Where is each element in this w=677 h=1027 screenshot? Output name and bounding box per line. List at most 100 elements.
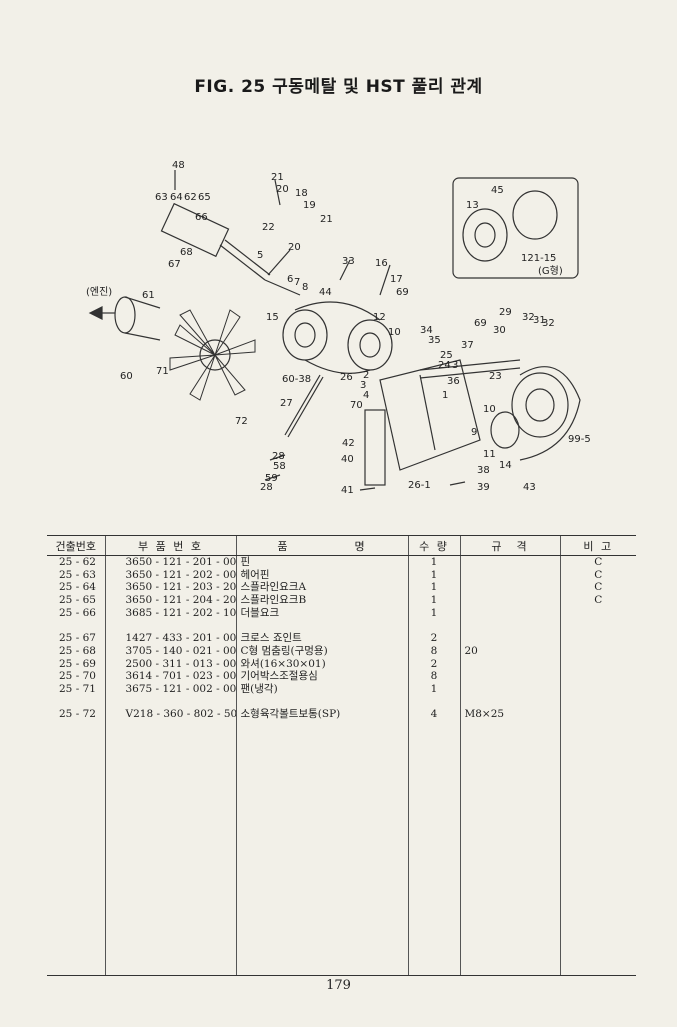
cell-spec: M8×25 [459, 708, 560, 722]
empty-cell [459, 835, 560, 848]
cell-part-no: 3705 - 140 - 021 - 00 [104, 644, 236, 658]
cell-part-no [104, 695, 236, 709]
cell-part-no: 3614 - 701 - 023 - 00 [104, 670, 236, 684]
svg-text:21: 21 [320, 214, 333, 225]
table-row-empty [47, 962, 636, 976]
empty-cell [47, 949, 105, 962]
cell-remark: C [559, 555, 636, 569]
svg-text:72: 72 [235, 416, 248, 427]
empty-cell [235, 759, 408, 772]
empty-cell [559, 911, 636, 925]
table-row-empty [47, 733, 636, 747]
cell-spec [459, 683, 560, 696]
header-spec: 규 격 [459, 535, 560, 556]
table-row [47, 695, 636, 709]
empty-cell [47, 810, 105, 823]
empty-cell [407, 721, 460, 734]
cell-ref-no: 25 - 65 [59, 594, 96, 607]
empty-cell [407, 809, 460, 823]
empty-cell [47, 924, 105, 937]
cell-ref-no: 25 - 64 [59, 581, 96, 594]
empty-cell [104, 949, 236, 963]
cell-remark: C [559, 581, 636, 595]
empty-cell [235, 784, 408, 798]
cell-part-no: 3650 - 121 - 204 - 20 [104, 594, 236, 607]
empty-cell [235, 721, 408, 734]
page-title: FIG. 25 구동메탈 및 HST 풀리 관계 [194, 77, 483, 97]
svg-text:42: 42 [342, 438, 355, 449]
svg-text:12: 12 [373, 312, 386, 323]
empty-cell [104, 873, 236, 887]
empty-cell [235, 860, 408, 874]
empty-cell [407, 746, 460, 760]
empty-cell [47, 848, 105, 861]
empty-cell [104, 759, 236, 772]
empty-cell [104, 784, 236, 798]
empty-cell [407, 886, 460, 899]
cell-part-name [235, 619, 408, 633]
svg-text:26-1: 26-1 [408, 480, 431, 491]
empty-cell [104, 721, 236, 734]
empty-cell [47, 899, 105, 912]
cell-part-name: 기어박스조절용심 [235, 670, 408, 684]
empty-cell [459, 809, 560, 823]
empty-cell [235, 949, 408, 963]
svg-text:38: 38 [477, 465, 490, 476]
empty-cell [559, 809, 636, 823]
svg-text:70: 70 [350, 400, 363, 411]
empty-cell [459, 733, 560, 747]
svg-text:58: 58 [273, 461, 286, 472]
header-part-no: 부 품 번 호 [104, 535, 236, 556]
header-ref-no: 건출번호 [47, 535, 105, 556]
cell-quantity [407, 695, 460, 709]
svg-text:3: 3 [452, 360, 458, 371]
svg-text:22: 22 [262, 222, 275, 233]
page-number: 179 [326, 978, 351, 993]
svg-text:36: 36 [447, 376, 460, 387]
empty-cell [559, 886, 636, 899]
empty-cell [235, 924, 408, 937]
empty-cell [47, 861, 105, 874]
empty-cell [559, 949, 636, 963]
table-row-empty [47, 911, 636, 925]
svg-text:63: 63 [155, 192, 168, 203]
empty-cell [459, 759, 560, 772]
table-row-empty [47, 860, 636, 874]
svg-text:31: 31 [533, 315, 546, 326]
cell-ref-no: 25 - 67 [59, 632, 96, 645]
empty-cell [235, 835, 408, 848]
cell-remark [559, 619, 636, 633]
cell-remark [559, 657, 636, 671]
cell-ref-no [47, 696, 105, 709]
empty-cell [459, 847, 560, 861]
empty-cell [459, 911, 560, 925]
svg-text:43: 43 [523, 482, 536, 493]
svg-text:1: 1 [442, 390, 448, 401]
cell-remark [559, 708, 636, 722]
svg-text:17: 17 [390, 274, 403, 285]
empty-cell [47, 873, 105, 886]
svg-text:7: 7 [294, 277, 300, 288]
empty-cell [47, 721, 105, 734]
svg-text:23: 23 [489, 371, 502, 382]
svg-text:26: 26 [340, 372, 353, 383]
empty-cell [104, 911, 236, 925]
empty-cell [104, 860, 236, 874]
empty-cell [459, 797, 560, 810]
svg-text:30: 30 [493, 325, 506, 336]
svg-text:9: 9 [471, 427, 477, 438]
empty-cell [559, 771, 636, 785]
cell-part-no: 3650 - 121 - 202 - 00 [104, 568, 236, 582]
svg-text:11: 11 [483, 449, 496, 460]
empty-cell [459, 721, 560, 734]
cell-spec [459, 594, 560, 607]
cell-part-no: 3650 - 121 - 201 - 00 [104, 555, 236, 569]
table-row-empty [47, 721, 636, 734]
empty-cell [47, 937, 105, 950]
